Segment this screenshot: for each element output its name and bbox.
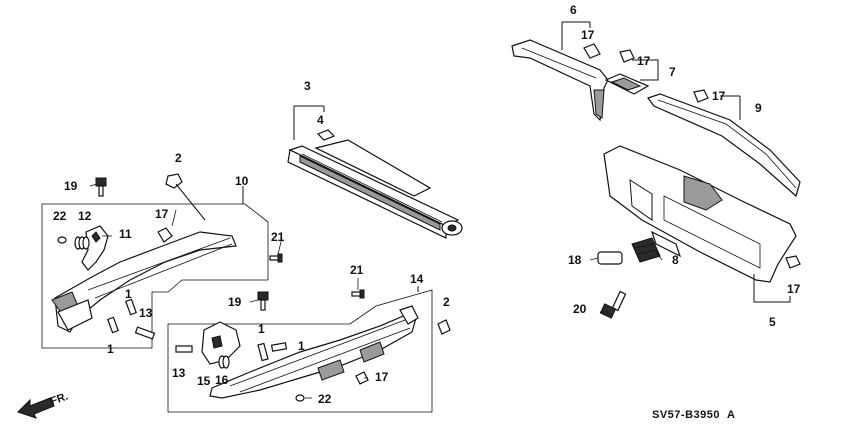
callout-17: 17 (712, 89, 726, 103)
front-marker-label: FR. (49, 390, 70, 407)
callout-17: 17 (787, 282, 801, 296)
callout-11: 11 (119, 227, 132, 241)
callout-1: 1 (258, 322, 265, 336)
callout-12: 12 (78, 209, 92, 223)
callout-17: 17 (637, 54, 651, 68)
callout-7: 7 (669, 65, 676, 79)
callout-17: 17 (375, 370, 389, 384)
callout-15: 15 (197, 374, 211, 388)
front-direction-arrow-icon (17, 397, 55, 419)
drawing-code: SV57-B3950 (652, 409, 720, 421)
callout-5: 5 (769, 315, 776, 329)
callout-4: 4 (317, 113, 324, 127)
callout-22: 22 (53, 209, 67, 223)
callout-1: 1 (125, 287, 132, 301)
callout-18: 18 (568, 253, 582, 267)
center-side-trim-group (167, 286, 451, 413)
leader-lines (89, 183, 663, 399)
callout-8: 8 (672, 253, 679, 267)
callout-20: 20 (573, 302, 587, 316)
left-side-trim-group (41, 173, 283, 349)
callout-17: 17 (581, 28, 595, 42)
callout-10: 10 (235, 174, 249, 188)
callout-6: 6 (570, 3, 577, 17)
callout-22: 22 (318, 392, 332, 406)
callout-2: 2 (175, 151, 182, 165)
callout-19: 19 (64, 179, 78, 193)
callout-16: 16 (215, 373, 229, 387)
callout-1: 1 (298, 339, 305, 353)
callout-14: 14 (410, 272, 424, 286)
callout-1: 1 (107, 342, 114, 356)
bolt-icon (95, 177, 107, 197)
callout-17: 17 (155, 207, 169, 221)
callout-21: 21 (350, 263, 364, 277)
callout-13: 13 (139, 306, 153, 320)
screw-icon (269, 253, 283, 263)
callout-9: 9 (755, 101, 762, 115)
tonneau-cover (287, 105, 463, 239)
spring-icon (74, 236, 90, 250)
pillar-trim-group (511, 21, 801, 198)
callout-21: 21 (271, 230, 285, 244)
callout-3: 3 (304, 79, 311, 93)
drawing-code-suffix: A (727, 409, 735, 421)
callout-19: 19 (228, 295, 242, 309)
tailgate-lining-group (597, 145, 801, 319)
callout-2: 2 (443, 295, 450, 309)
callout-labels: 1 1 1 1 2 2 3 4 5 6 7 8 9 10 11 12 13 13… (49, 3, 801, 421)
callout-13: 13 (172, 366, 186, 380)
